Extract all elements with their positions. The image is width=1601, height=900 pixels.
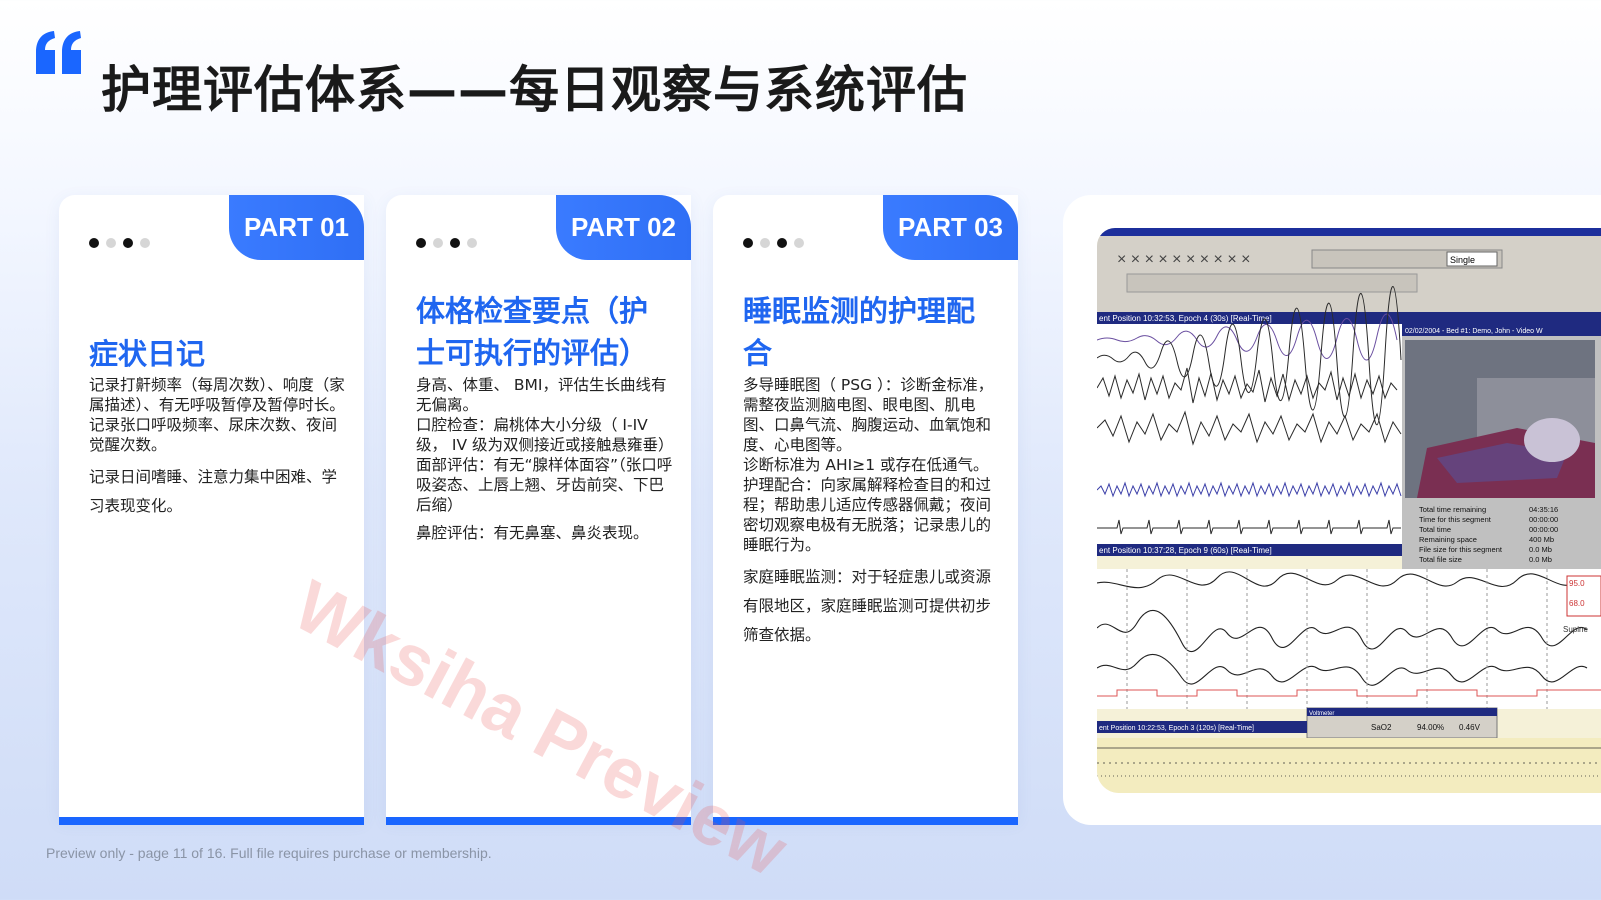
progress-dots [89, 233, 157, 252]
progress-dots [743, 233, 811, 252]
text-line: 身高、体重、 BMI，评估生长曲线有无偏离。 [416, 376, 667, 414]
svg-text:× × × × × × × × × ×: × × × × × × × × × × [1117, 251, 1250, 268]
card-heading: 睡眠监测的护理配合 [743, 294, 976, 370]
text-line: 记录打鼾频率（每周次数）、响度（家属描述）、有无呼吸暂停及暂停时长。 [89, 376, 345, 414]
stat-label: Time for this segment [1419, 515, 1492, 524]
stat-label: Total time remaining [1419, 505, 1486, 514]
card-text: 身高、体重、 BMI，评估生长曲线有无偏离。 口腔检查：扁桃体大小分级（ I-I… [416, 375, 674, 543]
dot [416, 238, 426, 248]
card-text: 记录打鼾频率（每周次数）、响度（家属描述）、有无呼吸暂停及暂停时长。 记录张口呼… [89, 375, 347, 521]
panel1-label: ent Position 10:32:53, Epoch 4 (30s) [Re… [1099, 314, 1272, 323]
psg-screenshot: × × × × × × × × × × Single ent Position … [1097, 228, 1601, 793]
dot [760, 238, 770, 248]
mode-select: Single [1450, 255, 1475, 265]
card-heading: 症状日记 [89, 337, 206, 371]
text-line: 记录张口呼吸频率、尿床次数、夜间觉醒次数。 [89, 416, 338, 454]
card-part-02: PART 02 体格检查要点（护士可执行的评估） 身高、体重、 BMI，评估生长… [386, 195, 691, 825]
dot [140, 238, 150, 248]
volt-value: 94.00% [1417, 723, 1444, 732]
text-line: 多导睡眠图（ PSG ）：诊断金标准，需整夜监测脑电图、眼电图、肌电图、口鼻气流… [743, 376, 994, 454]
stat-value: 04:35:16 [1529, 505, 1558, 514]
text-line: 口腔检查：扁桃体大小分级（ I-IV 级， IV 级为双侧接近或接触悬雍垂） [416, 416, 674, 454]
dot [106, 238, 116, 248]
stat-label: Total time [1419, 525, 1451, 534]
voltmeter-title: Voltmeter [1309, 711, 1334, 717]
dot [123, 238, 133, 248]
card-bottom-bar [59, 817, 364, 825]
part-tab: PART 03 [883, 195, 1018, 260]
stat-value: 400 Mb [1529, 535, 1554, 544]
dot [743, 238, 753, 248]
panel2-label: ent Position 10:37:28, Epoch 9 (60s) [Re… [1099, 546, 1272, 555]
position-value: Supine [1563, 625, 1588, 634]
stat-value: 00:00:00 [1529, 525, 1558, 534]
text-line: 家庭睡眠监测：对于轻症患儿或资源有限地区，家庭睡眠监测可提供初步筛查依据。 [743, 568, 992, 644]
volt-voltage: 0.46V [1459, 723, 1481, 732]
part-tab: PART 01 [229, 195, 364, 260]
sleep-monitor-image: × × × × × × × × × × Single ent Position … [1097, 228, 1601, 793]
card-body [386, 195, 691, 819]
video-label: 02/02/2004 - Bed #1: Demo, John - Video … [1405, 328, 1543, 335]
dot [467, 238, 477, 248]
text-line: 面部评估：有无“腺样体面容”（张口呼吸姿态、上唇上翘、牙齿前突、下巴后缩） [416, 456, 673, 514]
progress-dots [416, 233, 484, 252]
pulse-value: 68.0 [1569, 599, 1585, 608]
dot [450, 238, 460, 248]
quote-mark-icon [36, 31, 81, 74]
card-part-03: PART 03 睡眠监测的护理配合 多导睡眠图（ PSG ）：诊断金标准，需整夜… [713, 195, 1018, 825]
text-line: 记录日间嗜睡、注意力集中困难、学习表现变化。 [89, 468, 338, 515]
dot [777, 238, 787, 248]
card-bottom-bar [713, 817, 1018, 825]
spo2-value: 95.0 [1569, 579, 1585, 588]
card-body [713, 195, 1018, 819]
text-line: 诊断标准为 AHI≥1 或存在低通气。 [743, 456, 989, 474]
volt-label: SaO2 [1371, 723, 1392, 732]
text-line: 鼻腔评估：有无鼻塞、鼻炎表现。 [416, 524, 649, 542]
stat-label: Remaining space [1419, 535, 1477, 544]
page-title: 护理评估体系——每日观察与系统评估 [101, 61, 968, 119]
card-body [59, 195, 364, 819]
card-bottom-bar [386, 817, 691, 825]
card-heading: 体格检查要点（护士可执行的评估） [416, 294, 649, 370]
stat-value: 0.0 Mb [1529, 545, 1552, 554]
dot [89, 238, 99, 248]
dot [433, 238, 443, 248]
footer-note: Preview only - page 11 of 16. Full file … [46, 845, 492, 861]
panel3-label: ent Position 10:22:53, Epoch 3 (120s) [R… [1099, 725, 1254, 732]
stat-label: Total file size [1419, 555, 1462, 564]
card-part-01: PART 01 症状日记 记录打鼾频率（每周次数）、响度（家属描述）、有无呼吸暂… [59, 195, 364, 825]
part-tab: PART 02 [556, 195, 691, 260]
card-text: 多导睡眠图（ PSG ）：诊断金标准，需整夜监测脑电图、眼电图、肌电图、口鼻气流… [743, 375, 1001, 650]
text-line: 护理配合：向家属解释检查目的和过程；帮助患儿适应传感器佩戴；夜间密切观察电极有无… [743, 476, 992, 554]
recording-stats: Total time remaining 04:35:16 Time for t… [1419, 505, 1558, 564]
stat-value: 0.0 Mb [1529, 555, 1552, 564]
stat-value: 00:00:00 [1529, 515, 1558, 524]
stat-label: File size for this segment [1419, 545, 1503, 554]
dot [794, 238, 804, 248]
